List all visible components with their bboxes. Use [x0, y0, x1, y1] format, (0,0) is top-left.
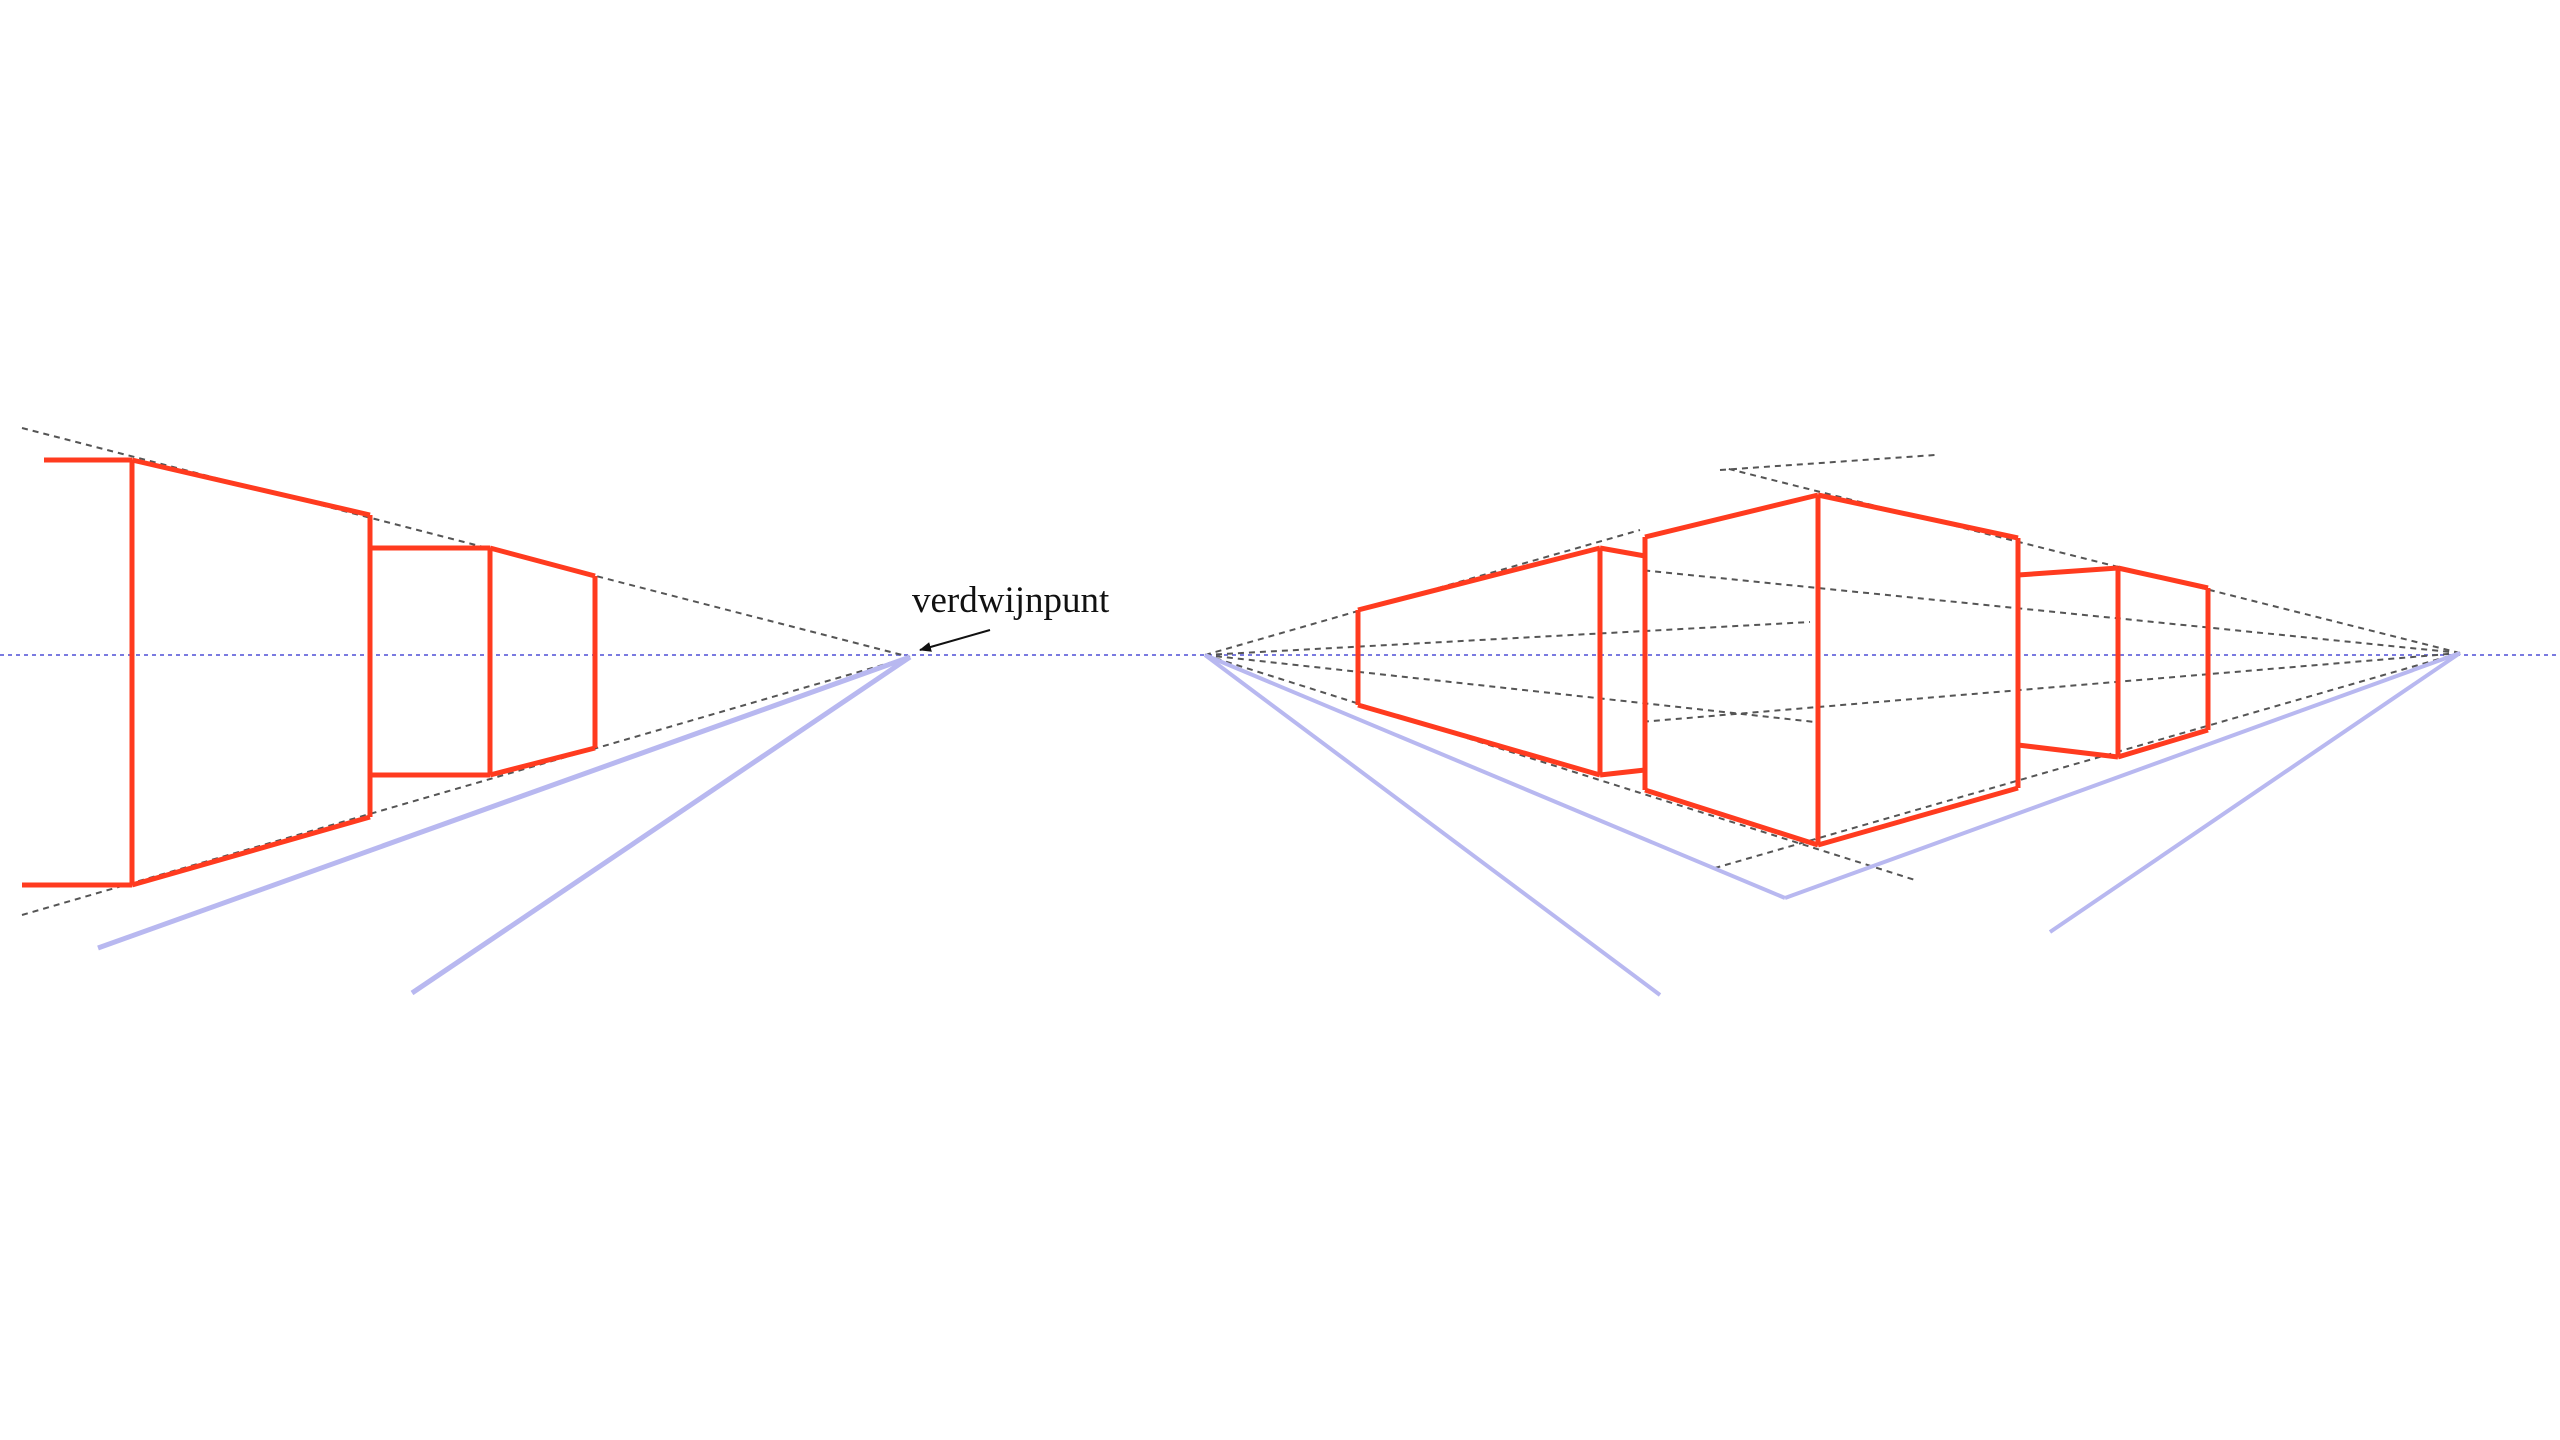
- right-construction-lines: [1204, 454, 2461, 881]
- right-ground-lines: [1203, 651, 2462, 997]
- left-construction-lines: [21, 427, 911, 916]
- vanishing-point-arrow: [919, 629, 991, 652]
- left-block-edges: [22, 457, 598, 888]
- one-point-perspective-figure: verdwijnpunt: [21, 427, 1110, 996]
- two-point-perspective-figure: [1203, 454, 2462, 997]
- left-ground-lines: [97, 654, 912, 996]
- right-block-edges: [1355, 492, 2211, 848]
- vanishing-point-label: verdwijnpunt: [912, 580, 1110, 621]
